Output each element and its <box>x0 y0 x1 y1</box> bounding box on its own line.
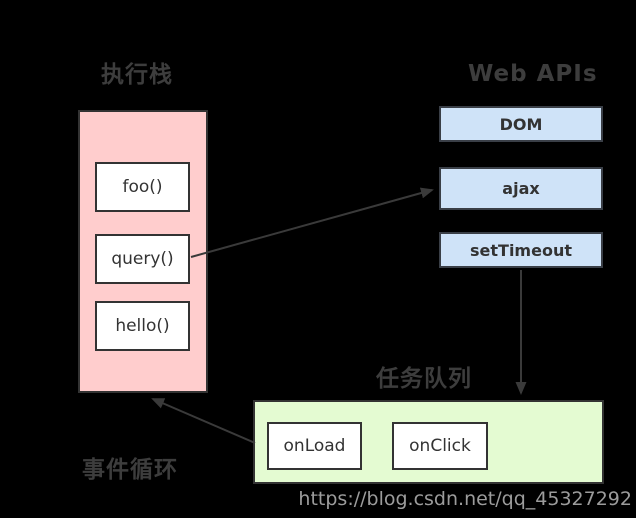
web-api-dom-box: DOM <box>439 106 603 142</box>
task-onclick-box: onClick <box>392 422 488 470</box>
arrow-queue-to-stack <box>151 398 256 444</box>
event-loop-label: 事件循环 <box>82 457 178 483</box>
stack-frame-foo: foo() <box>95 162 190 212</box>
web-api-settimeout-box: setTimeout <box>439 232 603 268</box>
web-api-ajax-box: ajax <box>439 167 603 210</box>
task-queue-title: 任务队列 <box>376 366 472 392</box>
watermark-url: https://blog.csdn.net/qq_45327292 <box>298 488 632 510</box>
stack-frame-query: query() <box>95 234 190 284</box>
task-onload-box: onLoad <box>267 422 362 470</box>
web-apis-title: Web APIs <box>468 61 598 87</box>
arrow-query-to-ajax <box>190 187 434 258</box>
stack-frame-hello: hello() <box>95 301 190 351</box>
call-stack-title: 执行栈 <box>101 62 173 88</box>
